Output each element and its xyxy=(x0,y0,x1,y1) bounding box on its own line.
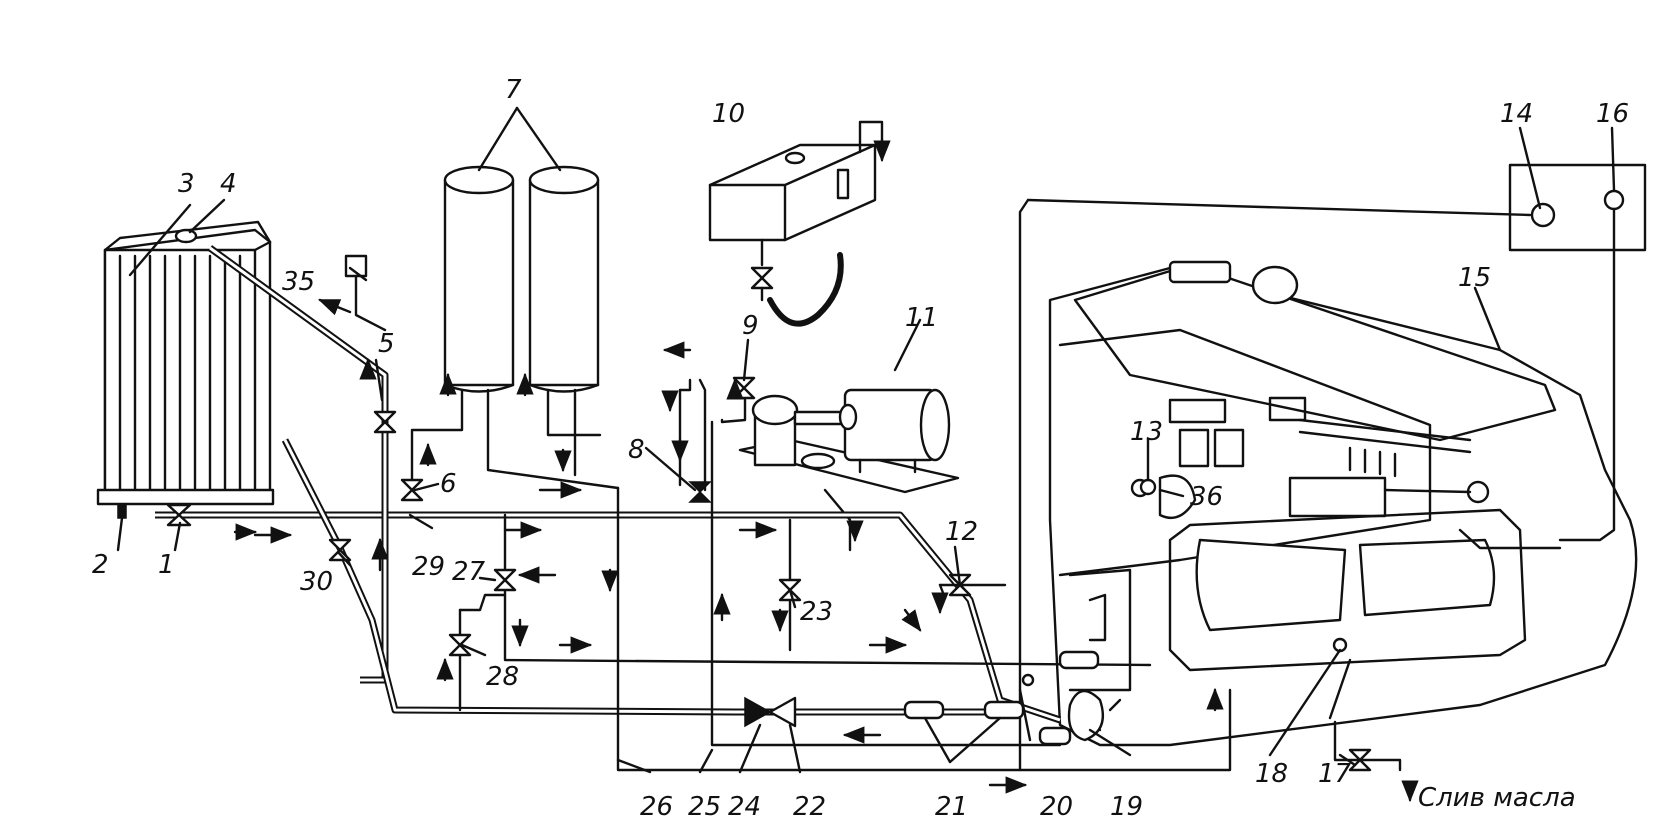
diesel-engine xyxy=(1048,260,1638,747)
label-8: 8 xyxy=(628,435,645,465)
label-3: 3 xyxy=(178,169,195,199)
valve-27 xyxy=(493,568,517,592)
drain-caption: Слив масла xyxy=(1418,783,1576,813)
label-17: 17 xyxy=(1318,759,1352,789)
label-26: 26 xyxy=(640,792,673,822)
label-21: 21 xyxy=(935,792,968,822)
label-6: 6 xyxy=(440,469,457,499)
gauge-panel xyxy=(1018,163,1647,772)
label-7: 7 xyxy=(505,75,522,105)
label-12: 12 xyxy=(945,517,978,547)
label-18: 18 xyxy=(1255,759,1288,789)
label-10: 10 xyxy=(712,99,745,129)
label-16: 16 xyxy=(1596,99,1629,129)
oil-tanks xyxy=(443,165,600,393)
label-29: 29 xyxy=(412,552,445,582)
label-27: 27 xyxy=(452,557,486,587)
label-15: 15 xyxy=(1458,263,1491,293)
valves xyxy=(166,376,1372,772)
filler-cap xyxy=(174,228,198,244)
valve-6 xyxy=(400,478,424,502)
callout-labels: 1 2 3 4 5 6 7 8 9 10 11 12 13 14 15 16 1… xyxy=(92,75,1629,822)
valve-30 xyxy=(328,538,352,562)
drain-plug xyxy=(117,503,127,519)
valve-24 xyxy=(744,696,797,728)
label-5: 5 xyxy=(378,329,395,359)
label-36: 36 xyxy=(1190,482,1223,512)
valve-5 xyxy=(373,410,397,434)
oil-piping xyxy=(155,245,1402,772)
flow-arrows xyxy=(233,298,1419,803)
label-2: 2 xyxy=(92,550,109,580)
label-14: 14 xyxy=(1500,99,1533,129)
label-13: 13 xyxy=(1130,417,1163,447)
label-23: 23 xyxy=(800,597,833,627)
label-19: 19 xyxy=(1110,792,1143,822)
label-30: 30 xyxy=(300,567,333,597)
label-25: 25 xyxy=(688,792,721,822)
label-4: 4 xyxy=(220,169,237,199)
valve-1 xyxy=(166,503,192,527)
label-24: 24 xyxy=(728,792,761,822)
valve-8 xyxy=(688,481,712,503)
label-20: 20 xyxy=(1040,792,1073,822)
label-28: 28 xyxy=(486,662,519,692)
pump-motor-unit xyxy=(738,388,960,552)
label-35: 35 xyxy=(282,267,315,297)
label-11: 11 xyxy=(905,303,938,333)
label-1: 1 xyxy=(158,550,175,580)
leader-lines xyxy=(116,106,1616,774)
valve-13 xyxy=(1139,478,1157,496)
oil-radiator xyxy=(96,220,275,519)
valve-28 xyxy=(448,633,472,657)
label-22: 22 xyxy=(793,792,826,822)
make-up-tank xyxy=(708,120,891,327)
label-9: 9 xyxy=(742,311,759,341)
